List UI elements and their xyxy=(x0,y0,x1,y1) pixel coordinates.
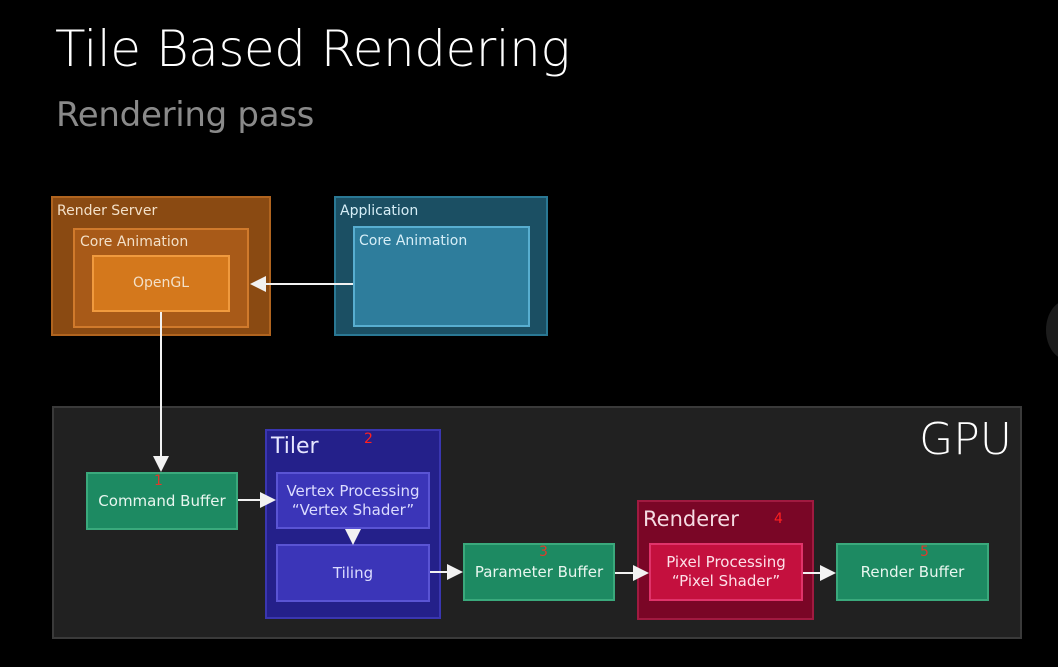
slide-subtitle: Rendering pass xyxy=(56,95,315,135)
render-buffer-box: Render Buffer xyxy=(836,543,989,601)
edge-shadow xyxy=(1046,300,1058,360)
application-label: Application xyxy=(340,203,419,219)
step-number-1: 1 xyxy=(154,473,163,489)
pixel-processing-label: Pixel Processing xyxy=(666,553,786,571)
application-core-animation-label: Core Animation xyxy=(359,233,468,249)
vertex-processing-label: Vertex Processing xyxy=(286,481,420,500)
step-number-3: 3 xyxy=(539,544,548,560)
pixel-shader-label: “Pixel Shader” xyxy=(671,572,781,590)
slide-title: Tile Based Rendering xyxy=(55,20,570,78)
renderer-label: Renderer xyxy=(643,507,739,531)
render-server-label: Render Server xyxy=(57,203,158,219)
step-number-5: 5 xyxy=(920,544,929,560)
tiling-box: Tiling xyxy=(276,544,430,602)
gpu-label: GPU xyxy=(919,414,1012,465)
opengl-box xyxy=(92,255,230,312)
command-buffer-label: Command Buffer xyxy=(98,492,226,510)
render-server-core-animation-label: Core Animation xyxy=(80,234,189,250)
pixel-processing-box: Pixel Processing “Pixel Shader” xyxy=(649,543,803,601)
vertex-processing-box: Vertex Processing “Vertex Shader” xyxy=(276,472,430,529)
tiler-label: Tiler xyxy=(271,434,319,459)
parameter-buffer-label: Parameter Buffer xyxy=(474,563,604,581)
parameter-buffer-box: Parameter Buffer xyxy=(463,543,615,601)
step-number-2: 2 xyxy=(364,431,373,447)
tiling-label: Tiling xyxy=(332,563,374,582)
command-buffer-box: Command Buffer xyxy=(86,472,238,530)
render-buffer-label: Render Buffer xyxy=(860,563,965,581)
step-number-4: 4 xyxy=(774,511,783,527)
application-core-animation-box xyxy=(353,226,530,327)
opengl-label: OpenGL xyxy=(132,275,190,291)
vertex-shader-label: “Vertex Shader” xyxy=(291,500,415,519)
